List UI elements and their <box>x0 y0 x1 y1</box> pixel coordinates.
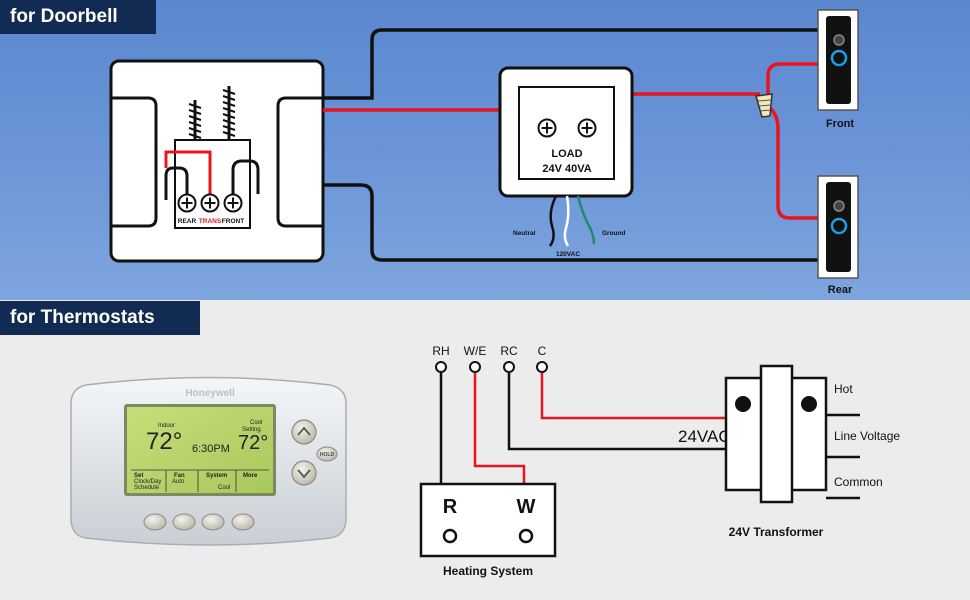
menu-more: More <box>243 473 258 479</box>
thermostat-brand: Honeywell <box>185 388 235 399</box>
terminal-label-trans: TRANS <box>199 218 222 225</box>
thermostat-setting-temp: 72° <box>238 432 268 454</box>
doorbell-transformer: LOAD 24V 40VA <box>498 66 634 198</box>
thermostat-time: 6:30PM <box>192 443 230 455</box>
heating-r-label: R <box>443 496 458 518</box>
thermostat-up-button <box>291 419 317 445</box>
menu-system: System <box>206 473 227 479</box>
terminal-label-rear: REAR <box>178 218 197 225</box>
thermostat-display <box>127 407 273 493</box>
doorbell-chime: REAR TRANS FRONT <box>109 59 325 263</box>
heating-system-label: Heating System <box>443 564 533 578</box>
chime-plunger-left <box>188 100 202 140</box>
transformer-rating-label: 24V 40VA <box>542 163 591 175</box>
terminal-we <box>469 361 481 373</box>
thermostat-indoor-temp: 72° <box>146 428 182 455</box>
transformer-screw-right <box>577 118 597 138</box>
transformer-load-label: LOAD <box>551 148 582 160</box>
wire-nut <box>755 93 773 118</box>
menu-cool: Cool <box>218 485 230 491</box>
transformer-line-voltage-label: Line Voltage <box>834 429 900 443</box>
hold-label: HOLD <box>320 452 335 458</box>
terminal-rc-label: RC <box>500 344 518 358</box>
terminal-we-label: W/E <box>464 344 487 358</box>
chime-plunger-right <box>222 86 236 140</box>
transformer-hot-label: Hot <box>834 382 853 396</box>
transformer-common-label: Common <box>834 475 883 489</box>
chime-screw-trans <box>200 193 220 213</box>
thermostat-soft-button-2 <box>172 513 196 531</box>
doorbell-rear-label: Rear <box>828 284 853 296</box>
heating-r-terminal <box>442 528 458 544</box>
doorbell-rear <box>817 175 859 279</box>
heating-system: R W <box>419 482 557 558</box>
thermostat-section-title: for Thermostats <box>0 301 200 335</box>
ground-label: Ground <box>602 230 625 237</box>
heating-w-label: W <box>517 496 536 518</box>
neutral-label: Neutral <box>513 230 536 237</box>
thermostat-device: Honeywell Indoor 72° 6:30PM Cool Setting… <box>70 376 347 546</box>
doorbell-front-label: Front <box>826 118 854 130</box>
doorbell-section-title: for Doorbell <box>0 0 156 34</box>
thermostat-soft-button-1 <box>143 513 167 531</box>
terminal-c <box>536 361 548 373</box>
voltage-120-label: 120VAC <box>556 251 580 258</box>
menu-auto: Auto <box>172 479 185 485</box>
terminal-rc <box>503 361 515 373</box>
thermostat-indoor-label: Indoor <box>158 423 175 429</box>
transformer-terminal-left <box>735 396 751 412</box>
chime-screw-front <box>223 193 243 213</box>
thermostat-down-button <box>291 460 317 486</box>
menu-set: Set <box>134 473 143 479</box>
heating-w-terminal <box>518 528 534 544</box>
thermostat-cool-label: Cool <box>250 420 262 426</box>
menu-clock-day: Clock/Day <box>134 479 161 485</box>
terminal-c-label: C <box>538 344 547 358</box>
thermostat-setting-label: Setting <box>242 427 261 433</box>
thermostat-hold-button: HOLD <box>316 446 338 462</box>
doorbell-front-button <box>830 49 848 67</box>
chime-screw-rear <box>177 193 197 213</box>
terminal-label-front: FRONT <box>222 218 244 225</box>
thermostat-transformer <box>724 364 828 504</box>
doorbell-rear-button <box>830 217 848 235</box>
menu-fan: Fan <box>174 473 185 479</box>
thermostat-wires <box>439 373 860 500</box>
transformer-label: 24V Transformer <box>729 525 824 539</box>
mains-wires <box>548 195 596 247</box>
doorbell-front <box>817 9 859 111</box>
transformer-terminal-right <box>801 396 817 412</box>
voltage-24vac-label: 24VAC <box>678 427 731 446</box>
transformer-screw-left <box>537 118 557 138</box>
menu-schedule: Schedule <box>134 485 160 491</box>
terminal-rh-label: RH <box>432 344 449 358</box>
thermostat-soft-button-3 <box>201 513 225 531</box>
thermostat-soft-button-4 <box>231 513 255 531</box>
terminal-rh <box>435 361 447 373</box>
